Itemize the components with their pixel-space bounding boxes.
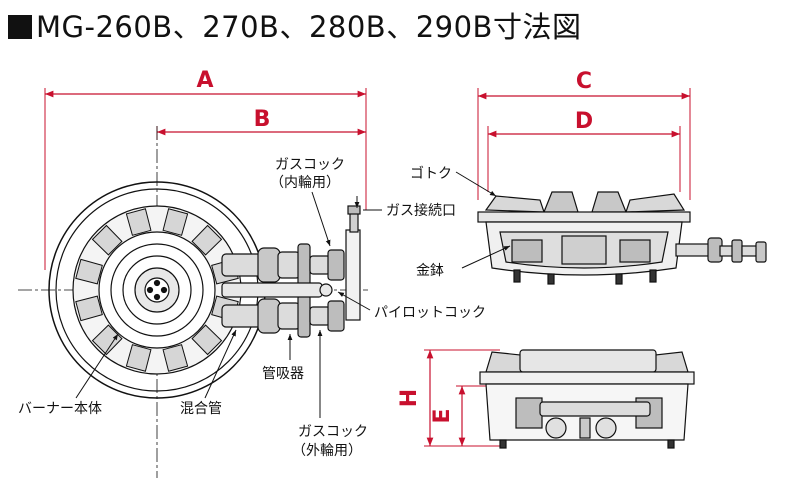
flame-port xyxy=(191,324,223,356)
dimension-d-label: D xyxy=(575,109,593,134)
flame-port xyxy=(162,344,189,372)
label-gas-cock-inner-sub: （内輪用） xyxy=(270,174,340,191)
label-suction: 管吸器 xyxy=(262,366,304,382)
dimension-e-label: E xyxy=(430,408,455,423)
leader-lines-side xyxy=(455,171,511,269)
label-mixing-tube: 混合管 xyxy=(180,401,222,417)
leader-lines-top xyxy=(75,191,382,418)
title-text: MG-260B、270B、280B、290B寸法図 xyxy=(36,10,582,44)
label-burner-body: バーナー本体 xyxy=(18,401,102,417)
label-bowl: 金鉢 xyxy=(416,263,444,279)
label-gas-cock-outer-sub: （外輪用） xyxy=(292,442,362,459)
flame-port xyxy=(162,208,189,236)
label-gas-cock-inner: ガスコック xyxy=(275,157,345,173)
title-square-icon xyxy=(8,15,32,39)
flame-port xyxy=(91,224,123,256)
pilot-cock xyxy=(221,282,333,298)
flame-port xyxy=(91,324,123,356)
dimension-c: C xyxy=(477,69,691,200)
dimension-b: B xyxy=(156,107,367,140)
mixing-tube-upper xyxy=(221,243,345,287)
gas-manifold xyxy=(345,205,361,321)
dimension-a: A xyxy=(44,68,367,270)
dimension-h-label: H xyxy=(397,389,422,407)
label-gotoku: ゴトク xyxy=(410,165,452,182)
label-gas-inlet: ガス接続口 xyxy=(386,202,456,219)
dimension-c-label: C xyxy=(576,69,592,94)
front-view xyxy=(479,349,695,449)
dimension-b-label: B xyxy=(254,107,271,132)
dimension-a-label: A xyxy=(196,68,213,93)
page-title: MG-260B、270B、280B、290B寸法図 xyxy=(8,4,581,46)
flame-port xyxy=(75,295,103,322)
dimension-h: H xyxy=(397,349,500,447)
label-gas-cock-outer: ガスコック xyxy=(298,424,368,440)
flame-port xyxy=(75,258,103,285)
dimension-e: E xyxy=(430,385,490,446)
flame-port xyxy=(125,208,152,236)
flame-port xyxy=(125,344,152,372)
label-pilot-cock: パイロットコック xyxy=(374,305,486,321)
side-view xyxy=(477,191,767,285)
flame-port xyxy=(191,224,223,256)
dimension-d: D xyxy=(487,109,681,192)
